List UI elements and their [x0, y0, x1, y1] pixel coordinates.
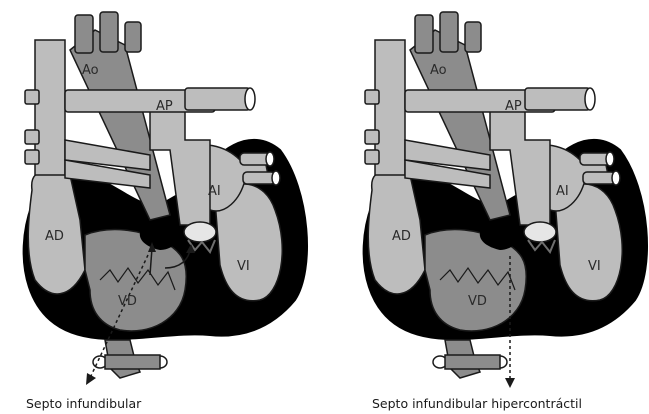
heart-panel-left: Ao AP AI AD VI VD Septo infundibular [24, 12, 307, 411]
heart-illustration-right [364, 12, 647, 378]
label-ao-right: Ao [430, 63, 447, 78]
label-ad-right: AD [392, 229, 411, 244]
label-ap-left: AP [156, 99, 173, 114]
label-vi-right: VI [588, 259, 601, 274]
label-vi-left: VI [237, 259, 250, 274]
septum-pointer-arrowhead-right [505, 378, 515, 388]
label-vd-right: VD [468, 294, 487, 309]
label-ad-left: AD [45, 229, 64, 244]
heart-panel-right: Ao AP AI AD VI VD Septo infundibular hip… [364, 12, 647, 411]
caption-right: Septo infundibular hipercontráctil [372, 396, 582, 411]
label-ai-left: AI [208, 184, 221, 199]
label-ap-right: AP [505, 99, 522, 114]
label-ao-left: Ao [82, 63, 99, 78]
label-vd-left: VD [118, 294, 137, 309]
caption-left: Septo infundibular [26, 396, 142, 411]
label-ai-right: AI [556, 184, 569, 199]
heart-illustration-left [24, 12, 307, 378]
